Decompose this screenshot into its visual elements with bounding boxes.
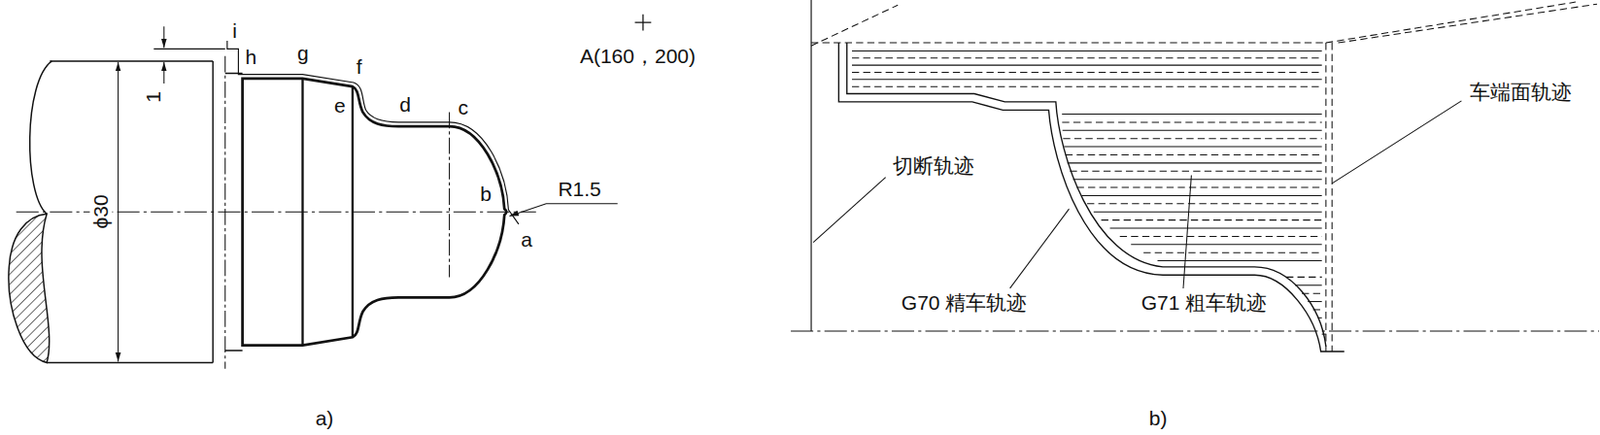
path-label: G70 精车轨迹 [900,291,1029,314]
subfigure-label: a) [314,407,336,430]
stock-line [811,42,1327,44]
shaft-outline [46,61,213,364]
groove [225,73,243,351]
point-letter: h [244,45,259,69]
point-coordinate: A(160，200) [578,44,697,68]
leader-line [509,204,617,217]
point-letter: b [478,182,493,205]
path-label: 切断轨迹 [891,155,976,178]
dimension-arrow [163,26,165,48]
rough-pass [1130,243,1322,245]
rough-pass [1286,276,1323,278]
rough-pass [1063,146,1322,148]
part-edges [303,78,353,346]
rough-pass [851,57,1323,59]
break-line [30,61,53,214]
section-hatch [8,213,50,363]
rough-pass [1093,211,1323,213]
point-mark [635,14,652,32]
rough-pass [1076,187,1322,189]
rough-pass [851,71,1323,73]
leader-line [1010,208,1070,289]
rough-pass [851,78,1323,80]
rough-pass [1087,203,1323,205]
shaft-end [211,61,213,364]
rough-pass [851,86,1323,88]
rough-pass [1294,284,1323,286]
point-letter: a [519,228,534,251]
rough-pass [1143,252,1323,254]
rough-pass [851,50,1323,52]
rough-pass [1110,227,1323,229]
facing-path [1326,42,1332,352]
center-line [790,330,1600,332]
rough-pass [1313,308,1323,310]
rough-pass [1062,130,1323,132]
dimension-line [117,62,119,362]
part-drawing [8,14,651,370]
rough-pass [1120,236,1323,238]
dimension-text: 1 [141,90,165,104]
point-letter: f [355,56,364,79]
point-letter: g [296,41,310,65]
path-label: 车端面轨迹 [1468,80,1573,103]
toolpath-drawing [790,0,1600,352]
rough-pass [1321,325,1323,327]
rough-pass [1069,170,1322,172]
rough-pass [1318,317,1323,319]
rough-pass [1157,260,1323,262]
point-letter: i [231,19,239,42]
point-letter: c [457,97,471,120]
leader-line [1183,174,1192,288]
cutoff-path [810,0,812,332]
rough-pass [1307,301,1322,303]
path-label: G71 粗车轨迹 [1140,291,1269,314]
part-profile [242,78,508,346]
subfigure-label: b) [1148,407,1169,430]
rough-pass [1061,113,1322,115]
rough-passes [851,50,1327,335]
extension-line [153,48,225,50]
rough-pass [1067,162,1323,164]
dimension-text: R1.5 [556,178,602,202]
finish-path [838,42,1344,352]
approach-path [811,1,1598,46]
rough-pass [851,65,1323,67]
point-letter: e [333,95,347,118]
rough-pass [1065,154,1323,156]
dimension-arrow [163,62,165,84]
leader-line [1331,101,1462,184]
rough-pass [1101,219,1323,221]
rough-pass [1061,121,1322,123]
rough-pass [1073,178,1323,180]
tool-path [227,40,519,225]
leader-line [813,177,886,243]
part-profile [847,42,1327,347]
dimension-text: ϕ30 [89,194,112,231]
rough-pass [1062,137,1322,139]
center-mark [448,111,450,277]
rough-pass [1081,195,1322,197]
rough-pass [1322,334,1328,336]
rough-pass [1301,293,1323,295]
cutoff-line [224,56,226,370]
point-letter: d [398,94,412,117]
